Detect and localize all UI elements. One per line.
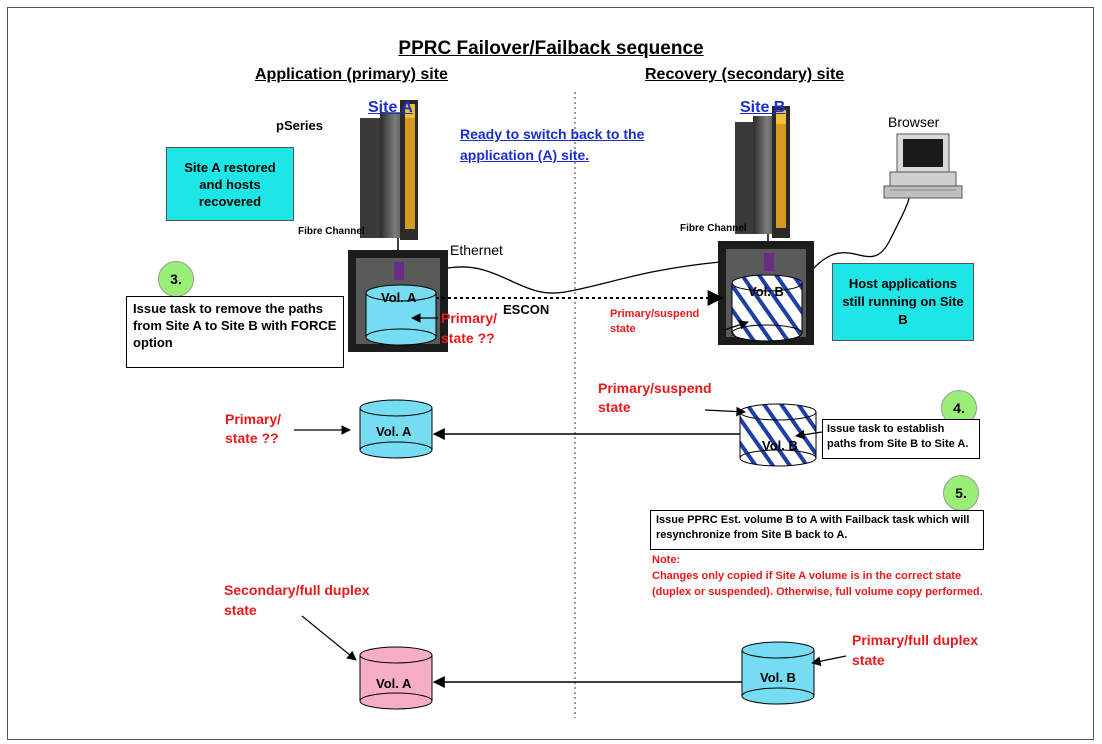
note-text: Changes only copied if Site A volume is … [652,570,983,598]
pointer-mid-b-state [704,406,746,417]
site-b-label: Site B [740,99,786,116]
vol-a-top-cylinder [365,284,437,346]
ready-note-line2: application (A) site. [460,147,590,163]
step5-badge: 5. [943,475,979,511]
step3-box: Issue task to remove the paths from Site… [126,296,344,368]
vol-a-bottom-label: Vol. A [376,676,412,691]
vol-b-top-label: Vol. B [748,284,784,299]
pointer-bottom-a-state [301,615,357,661]
left-site-heading: Application (primary) site [255,66,448,83]
pseries-label: pSeries [276,118,323,133]
bottom-b-state: Primary/full duplex state [852,630,978,670]
pseries-server-b-image [735,106,790,238]
pointer-top-b-state [723,320,749,331]
top-b-state-line2: state [610,323,636,335]
bottom-a-state: Secondary/full duplex state [224,580,369,620]
step3-badge: 3. [158,261,194,297]
bottom-a-state-line1: Secondary/full duplex [224,582,370,598]
vol-a-middle-cylinder [359,399,433,459]
step5-box: Issue PPRC Est. volume B to A with Failb… [650,510,984,550]
browser-label: Browser [888,114,940,130]
vol-a-middle-label: Vol. A [376,424,412,439]
note-block: Note: Changes only copied if Site A volu… [652,552,992,600]
ready-note-line1: Ready to switch back to the [460,126,645,142]
diagram-frame [7,7,1094,740]
vol-b-bottom-label: Vol. B [760,670,796,685]
vol-b-middle-cylinder [739,403,817,467]
ethernet-cable [447,261,721,294]
diagram-title: PPRC Failover/Failback sequence [398,38,704,59]
top-a-state-line1: Primary/ [441,310,498,326]
note-label: Note: [652,554,681,566]
mid-b-state-line2: state [598,399,631,415]
escon-label: ESCON [503,302,550,317]
browser-cable [813,189,913,269]
ethernet-label: Ethernet [450,242,503,258]
browser-computer-image [883,133,963,199]
vol-b-middle-label: Vol. B [762,438,798,453]
pointer-bottom-b-state [811,655,847,666]
top-a-state: Primary/ state ?? [441,308,497,348]
mid-b-state: Primary/suspend state [598,379,712,417]
bottom-b-state-line1: Primary/full duplex [852,632,979,648]
vol-a-top-label: Vol. A [381,290,417,305]
top-a-state-line2: state ?? [441,330,495,346]
bottom-a-state-line2: state [224,602,257,618]
mid-a-state: Primary/ state ?? [225,410,281,448]
host-apps-running-box: Host applications still running on Site … [832,263,974,341]
mid-a-state-line2: state ?? [225,430,279,446]
right-site-heading: Recovery (secondary) site [645,66,845,83]
site-a-restored-box: Site A restored and hosts recovered [166,147,294,221]
pointer-step4 [795,429,823,440]
site-a-label: Site A [368,99,413,116]
top-b-state-line1: Primary/suspend [610,308,700,320]
fibre-channel-b-label: Fibre Channel [680,223,747,234]
pseries-server-a-image [360,100,418,240]
mid-a-state-line1: Primary/ [225,411,282,427]
vol-b-bottom-cylinder [741,641,815,705]
bottom-b-state-line2: state [852,652,885,668]
mid-b-state-line1: Primary/suspend [598,380,712,396]
vol-a-bottom-cylinder [359,646,433,710]
fibre-channel-a-label: Fibre Channel [298,226,365,237]
step4-box: Issue task to establish paths from Site … [822,419,980,459]
top-b-state: Primary/suspend state [610,307,699,337]
ready-note: Ready to switch back to the application … [460,124,644,166]
